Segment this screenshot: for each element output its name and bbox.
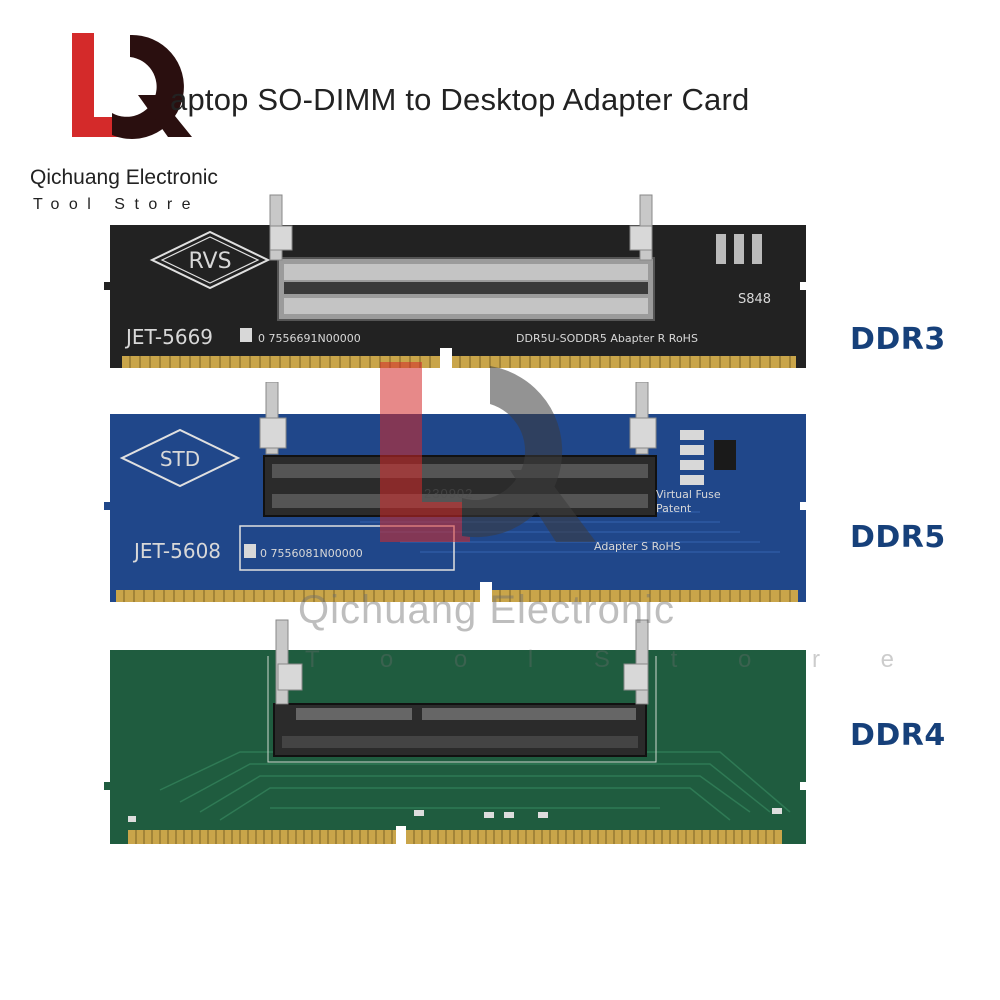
ddr5-label: DDR5 (850, 520, 946, 555)
ddr3-adapter-board: RVS S848 JET-5669 0 7556691N00000 DDR5U-… (104, 194, 806, 368)
ddr4-label: DDR4 (850, 718, 946, 753)
ddr5-serial-text: 0 7556081N00000 (260, 547, 363, 560)
ddr3-marking-text: DDR5U-SODDR5 Abapter R RoHS (516, 332, 698, 345)
page-title: aptop SO-DIMM to Desktop Adapter Card (170, 82, 750, 117)
brand-logo-icon (72, 33, 192, 139)
ddr4-adapter-board (104, 619, 806, 844)
ddr5-logo-text: STD (160, 447, 200, 471)
brand-subtitle: Tool Store (33, 196, 201, 213)
watermark-subtext: T o o l S t o r e (305, 646, 921, 673)
ddr5-marking-1: Virtual Fuse (656, 488, 721, 501)
ddr5-gold-fingers (116, 590, 480, 602)
ddr5-marking-3: Adapter S RoHS (594, 540, 681, 553)
watermark-text: Qichuang Electronic (298, 588, 675, 632)
ddr3-serial-text: 0 7556691N00000 (258, 332, 361, 345)
watermark-code: 230902 (424, 486, 474, 501)
watermark-logo-icon (380, 362, 596, 542)
brand-name: Qichuang Electronic (30, 166, 218, 189)
ddr3-label: DDR3 (850, 322, 946, 357)
ddr3-model-text: JET-5669 (124, 325, 213, 349)
ddr5-model-text: JET-5608 (132, 539, 221, 563)
ddr3-code-text: S848 (738, 292, 771, 307)
ddr5-marking-2: Patent (656, 502, 692, 515)
ddr4-gold-fingers (128, 830, 396, 844)
ddr3-logo-text: RVS (188, 249, 231, 274)
